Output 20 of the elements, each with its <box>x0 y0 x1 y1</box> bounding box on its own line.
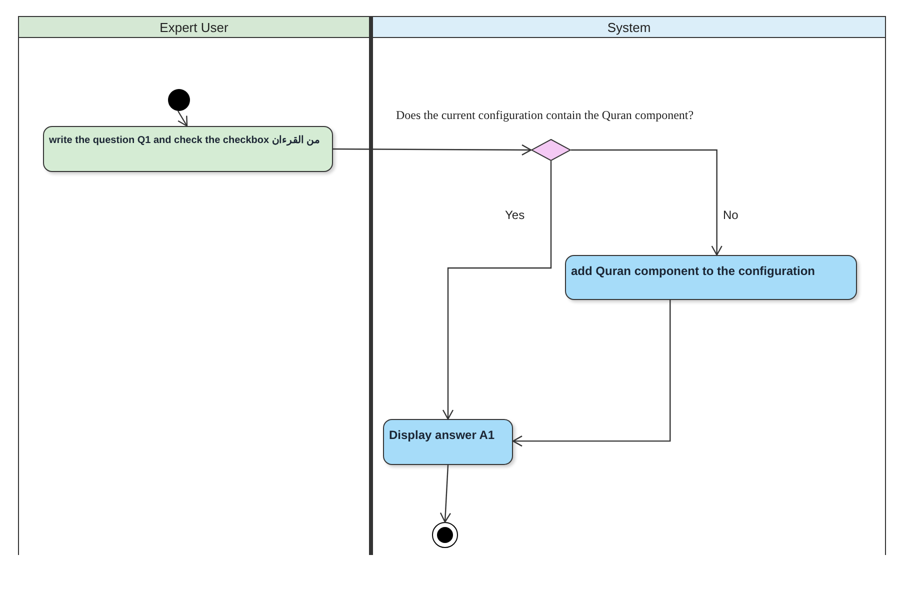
swimlane-header: System <box>373 16 885 38</box>
action-box <box>43 126 333 172</box>
initial-node <box>168 89 190 111</box>
decision-diamond <box>531 139 571 161</box>
action-label: write the question Q1 and check the checkbox من القرءان <box>49 134 321 148</box>
arrow <box>332 144 532 156</box>
action-box <box>565 255 857 300</box>
decision-question: Does the current configuration contain the Quran component? <box>396 107 694 124</box>
final-node <box>432 522 458 548</box>
action-box <box>383 419 513 465</box>
swimlane-header: Expert User <box>19 16 369 38</box>
arrow <box>512 300 671 447</box>
swimlane <box>18 16 373 555</box>
action-label: add Quran component to the configuration <box>571 263 816 280</box>
arrow <box>177 110 188 127</box>
swimlane <box>373 16 886 555</box>
arrow <box>571 149 722 256</box>
action-label: Display answer A1 <box>389 427 496 444</box>
arrow <box>442 161 552 420</box>
arrow <box>440 464 452 523</box>
